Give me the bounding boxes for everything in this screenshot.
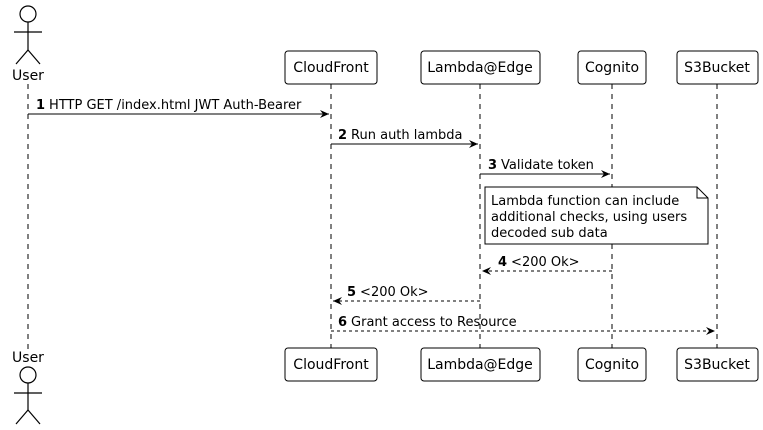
participant-label-lambda-bottom: Lambda@Edge — [427, 357, 533, 373]
message-3: 3 Validate token — [480, 158, 610, 178]
participant-label-s3-bottom: S3Bucket — [684, 357, 750, 373]
message-label: Run auth lambda — [351, 128, 462, 143]
note-line-2: additional checks, using users — [491, 210, 687, 225]
participant-label-cloudfront-bottom: CloudFront — [293, 357, 369, 373]
participant-s3-bottom: S3Bucket — [676, 347, 759, 382]
participant-lambda-top: Lambda@Edge — [420, 50, 541, 85]
message-label: Grant access to Resource — [351, 315, 517, 330]
svg-text:4<200 Ok>: 4 <200 Ok> — [498, 255, 580, 270]
message-number: 5 — [347, 285, 356, 300]
participant-lambda-bottom: Lambda@Edge — [420, 347, 541, 382]
participant-label-user-bottom: User — [12, 350, 44, 366]
participant-cloudfront-top: CloudFront — [284, 50, 378, 85]
participant-cognito-bottom: Cognito — [577, 347, 647, 382]
actor-icon — [14, 5, 42, 65]
participant-label-cognito-top: Cognito — [585, 60, 639, 76]
message-number: 3 — [488, 158, 497, 173]
participant-s3-top: S3Bucket — [676, 50, 759, 85]
actor-user-bottom: User — [12, 350, 44, 425]
message-label: <200 Ok> — [511, 255, 580, 270]
message-label: <200 Ok> — [360, 285, 429, 300]
participant-label-lambda-top: Lambda@Edge — [427, 60, 533, 76]
note-line-3: decoded sub data — [491, 226, 608, 241]
message-label: Validate token — [501, 158, 594, 173]
message-2: 2 Run auth lambda — [331, 128, 478, 148]
message-5: 5 <200 Ok> — [333, 285, 480, 305]
message-number: 1 — [36, 98, 45, 113]
message-number: 6 — [338, 315, 347, 330]
participant-label-user-top: User — [12, 68, 44, 84]
note-line-1: Lambda function can include — [491, 194, 679, 209]
message-number: 4 — [498, 255, 507, 270]
message-number: 2 — [338, 128, 347, 143]
note: Lambda function can include additional c… — [484, 186, 709, 245]
participant-cognito-top: Cognito — [577, 50, 647, 85]
svg-text:5<200 Ok>: 5 <200 Ok> — [347, 285, 429, 300]
message-1: 1 HTTP GET /index.html JWT Auth-Bearer — [28, 98, 329, 118]
message-4: 4 <200 Ok> — [482, 255, 612, 275]
participant-label-s3-top: S3Bucket — [684, 60, 750, 76]
participant-label-cognito-bottom: Cognito — [585, 357, 639, 373]
participant-cloudfront-bottom: CloudFront — [284, 347, 378, 382]
message-6: 6 Grant access to Resource — [331, 315, 715, 335]
message-label: HTTP GET /index.html JWT Auth-Bearer — [49, 98, 302, 113]
actor-icon — [14, 366, 42, 425]
participant-label-cloudfront-top: CloudFront — [293, 60, 369, 76]
actor-user-top: User — [12, 5, 44, 84]
